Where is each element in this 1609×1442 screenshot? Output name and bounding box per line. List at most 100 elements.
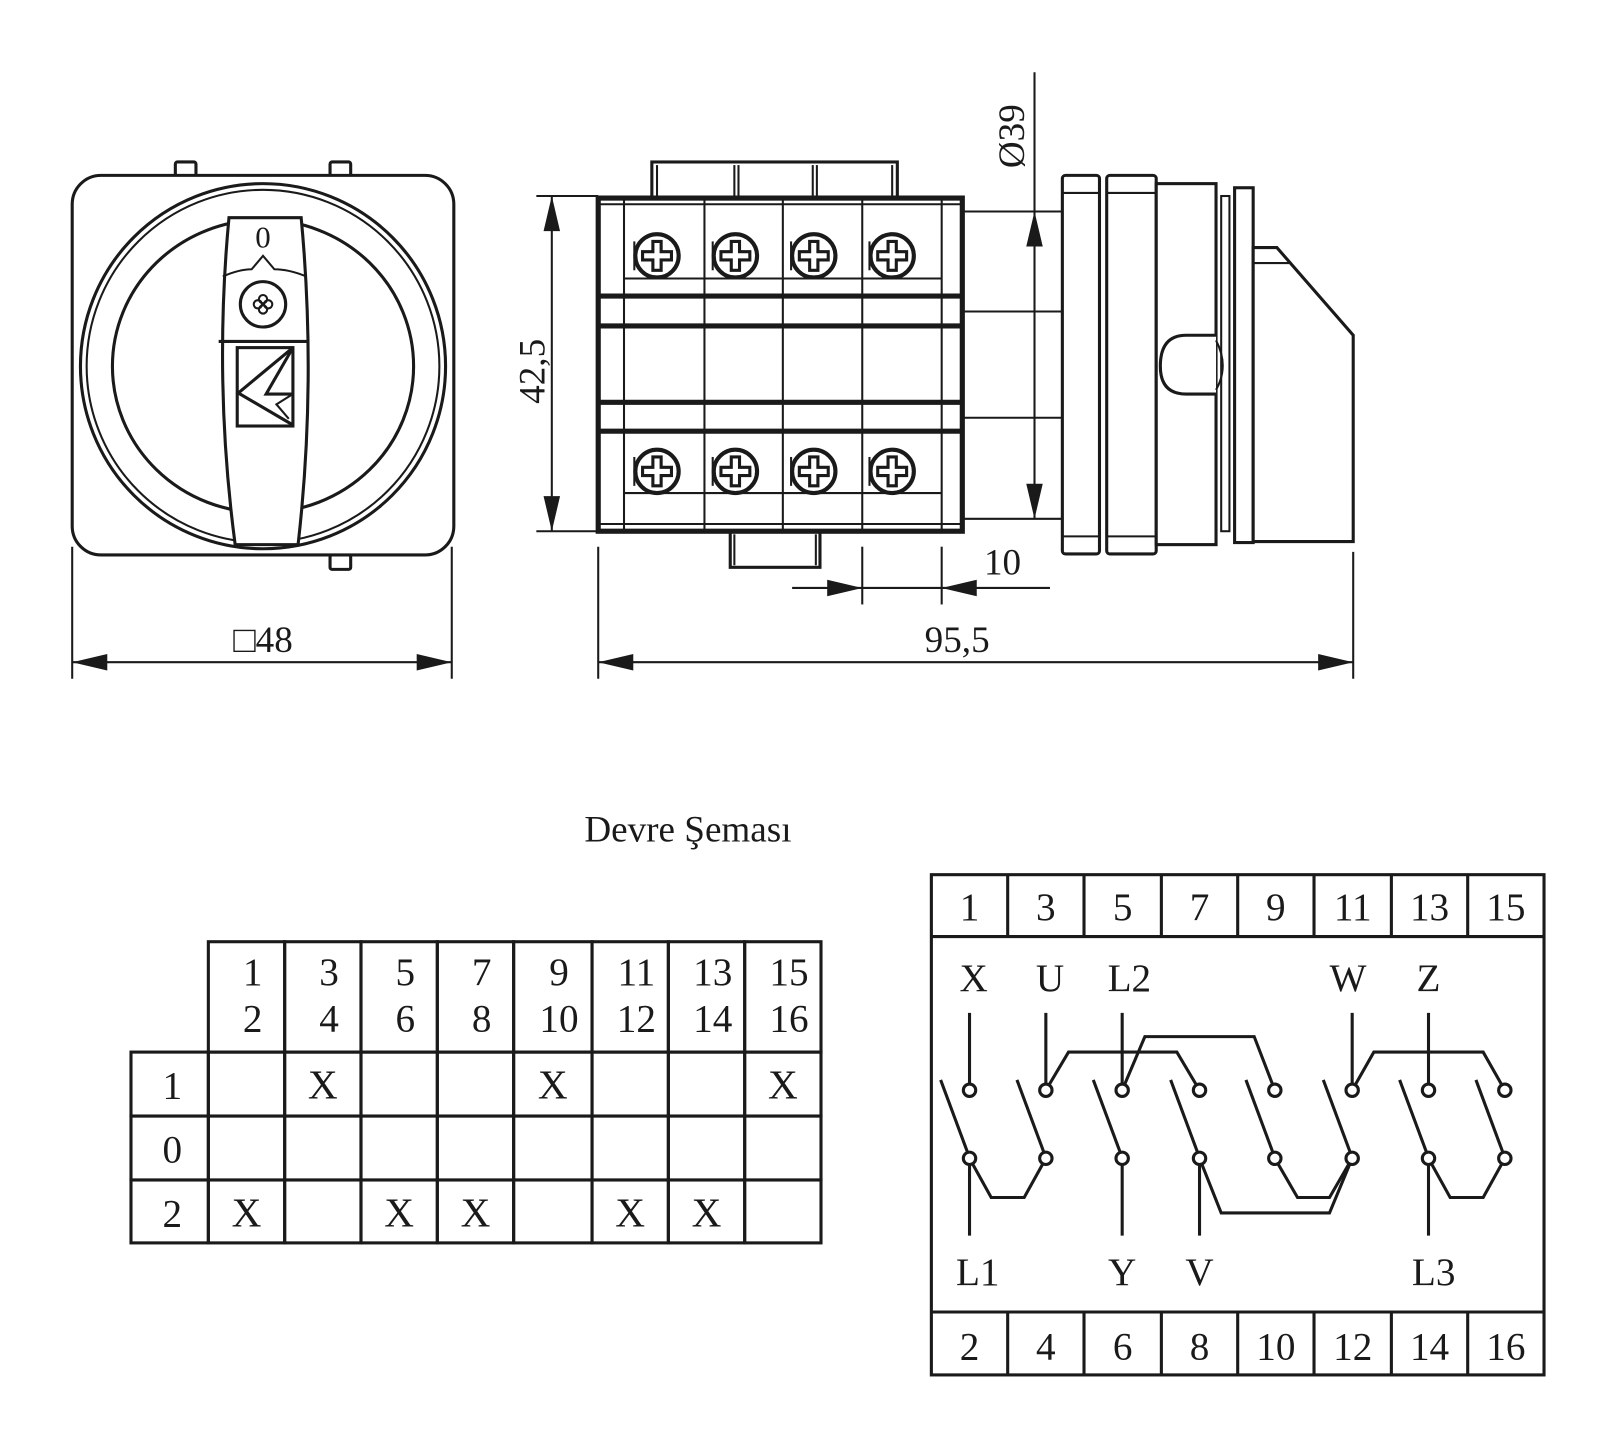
handle-pointer xyxy=(222,254,307,278)
contact-terminal-icon xyxy=(961,1150,978,1167)
wire-label: L2 xyxy=(1108,957,1152,1000)
diameter-dimension: Ø39 xyxy=(992,104,1033,168)
contact-closed-mark: X xyxy=(461,1189,491,1235)
wire-label: L3 xyxy=(1412,1251,1456,1294)
depth-dimension: 10 xyxy=(984,543,1021,584)
bridge-5-9 xyxy=(1120,1035,1277,1091)
top-terminal-number: 1 xyxy=(960,886,980,929)
switch-blade xyxy=(1244,1079,1275,1153)
side-view: 42,5 Ø39 10 95,5 xyxy=(513,72,1355,679)
contact-bottom-number: 4 xyxy=(319,997,339,1040)
top-terminal-number: 11 xyxy=(1334,886,1372,929)
top-terminal-number: 9 xyxy=(1266,886,1286,929)
front-view: 0 □48 xyxy=(70,160,456,679)
switch-blade xyxy=(1091,1079,1122,1153)
table-cell xyxy=(206,1050,287,1118)
bottom-terminal-number: 2 xyxy=(960,1325,980,1368)
contact-terminal-icon xyxy=(1344,1150,1360,1167)
contact-closed-mark: X xyxy=(692,1189,722,1235)
contact-closed-mark: X xyxy=(232,1189,262,1235)
terminal-screws-top xyxy=(634,234,914,277)
circuit-title: Devre Şeması xyxy=(584,810,791,851)
wire-label: L1 xyxy=(956,1251,1000,1294)
contact-top-number: 5 xyxy=(396,951,416,994)
front-bezel xyxy=(1105,173,1158,556)
handle-screw-icon xyxy=(238,280,288,329)
contact-top-number: 11 xyxy=(618,951,656,994)
contact-bottom-number: 14 xyxy=(693,997,732,1040)
contact-bottom-number: 12 xyxy=(617,997,656,1040)
top-mount-tab xyxy=(650,160,899,200)
wire-label: Z xyxy=(1417,957,1441,1000)
bridge-8-12 xyxy=(1198,1157,1354,1215)
contact-terminal-icon xyxy=(1267,1082,1283,1098)
contact-top-number: 1 xyxy=(243,951,263,994)
wire-label: Y xyxy=(1108,1251,1136,1294)
switch-blade xyxy=(1321,1079,1352,1153)
contact-top-number: 13 xyxy=(693,951,732,994)
table-cell xyxy=(666,1050,747,1118)
circuit-frame xyxy=(929,873,1546,1377)
front-flange xyxy=(1060,173,1102,556)
bottom-terminal-number: 6 xyxy=(1113,1325,1133,1368)
bridge-14-16 xyxy=(1427,1157,1507,1200)
rotary-handle xyxy=(220,216,310,547)
contact-closed-mark: X xyxy=(384,1189,414,1235)
terminal-screw-icon xyxy=(713,450,757,493)
table-cell xyxy=(512,1178,594,1245)
bridge-2-4 xyxy=(968,1157,1048,1200)
contact-block-body xyxy=(595,195,965,534)
length-dimension: 95,5 xyxy=(925,620,990,661)
contact-bottom-number: 16 xyxy=(769,997,808,1040)
bezel-outer-ring xyxy=(78,182,448,551)
bottom-terminal-number: 8 xyxy=(1190,1325,1210,1368)
position-label: 2 xyxy=(162,1192,182,1235)
bottom-terminal-number: 12 xyxy=(1333,1325,1372,1368)
contact-terminal-icon xyxy=(1420,1082,1437,1098)
contact-terminal-icon xyxy=(1114,1150,1130,1167)
bottom-terminal-number: 16 xyxy=(1486,1325,1525,1368)
terminal-screw-icon xyxy=(791,234,835,277)
top-terminal-number: 3 xyxy=(1036,886,1056,929)
terminal-screw-icon xyxy=(634,450,678,493)
bottom-terminal-number: 10 xyxy=(1256,1325,1295,1368)
contact-terminal-icon xyxy=(1114,1082,1130,1098)
contact-bottom-number: 10 xyxy=(539,997,578,1040)
table-cell xyxy=(359,1050,439,1118)
table-cell xyxy=(283,1178,363,1245)
table-cell xyxy=(590,1114,670,1182)
top-terminal-number: 5 xyxy=(1113,886,1133,929)
switch-blade xyxy=(1015,1079,1046,1153)
handle-knob xyxy=(1158,333,1217,396)
handle-position-label: 0 xyxy=(255,220,270,255)
terminal-screws-bottom xyxy=(634,450,914,493)
terminal-screw-icon xyxy=(869,234,913,277)
contact-closed-mark: X xyxy=(538,1061,568,1107)
contact-terminal-icon xyxy=(1191,1082,1208,1098)
wire-label: U xyxy=(1036,957,1064,1000)
table-cell xyxy=(283,1114,363,1182)
terminal-screw-icon xyxy=(869,450,913,493)
bottom-terminal-number: 14 xyxy=(1410,1325,1449,1368)
contact-terminal-icon xyxy=(1038,1082,1054,1098)
contact-bottom-number: 2 xyxy=(243,997,263,1040)
brand-logo-icon xyxy=(235,346,295,428)
contact-top-number: 7 xyxy=(472,951,492,994)
contact-closed-mark: X xyxy=(615,1189,645,1235)
table-cell xyxy=(590,1050,670,1118)
table-cell xyxy=(435,1114,516,1182)
switch-blade xyxy=(1474,1079,1505,1153)
height-dimension: 42,5 xyxy=(513,339,554,404)
contact-top-number: 3 xyxy=(319,951,339,994)
handle-grip xyxy=(1251,246,1355,544)
contact-terminal-icon xyxy=(1267,1150,1283,1167)
table-cell xyxy=(512,1114,594,1182)
position-label: 0 xyxy=(162,1128,182,1171)
width-dimension: □48 xyxy=(233,620,293,661)
front-tab xyxy=(328,553,353,571)
handle-plate xyxy=(1233,186,1255,545)
wire-label: W xyxy=(1330,957,1367,1000)
